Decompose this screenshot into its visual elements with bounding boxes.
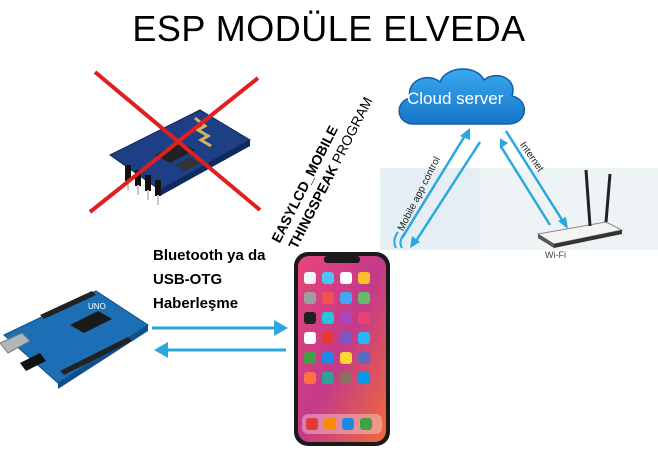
mobile-control-arrows — [393, 128, 482, 249]
bluetooth-line-3: Haberleşme — [153, 295, 239, 312]
program-name-line2: THINGSPEAK PROGRAM — [285, 94, 376, 251]
cloud-icon — [398, 68, 525, 125]
esp-module-image — [88, 70, 262, 214]
page-title: ESP MODÜLE ELVEDA — [132, 8, 526, 49]
bluetooth-line-1: Bluetooth ya da — [153, 247, 266, 264]
svg-text:UNO: UNO — [88, 302, 106, 311]
router-image — [380, 168, 658, 250]
internet-arrows — [500, 130, 568, 229]
arduino-board-image: UNO — [0, 290, 149, 389]
cloud-server-label: Cloud server — [407, 89, 504, 108]
bluetooth-text: Bluetooth ya da USB-OTG Haberleşme — [153, 244, 283, 316]
bluetooth-arrows — [152, 320, 288, 358]
bluetooth-line-2: USB-OTG — [153, 271, 223, 288]
smartphone-image — [294, 252, 390, 446]
wifi-label: Wi-Fi — [545, 250, 566, 260]
